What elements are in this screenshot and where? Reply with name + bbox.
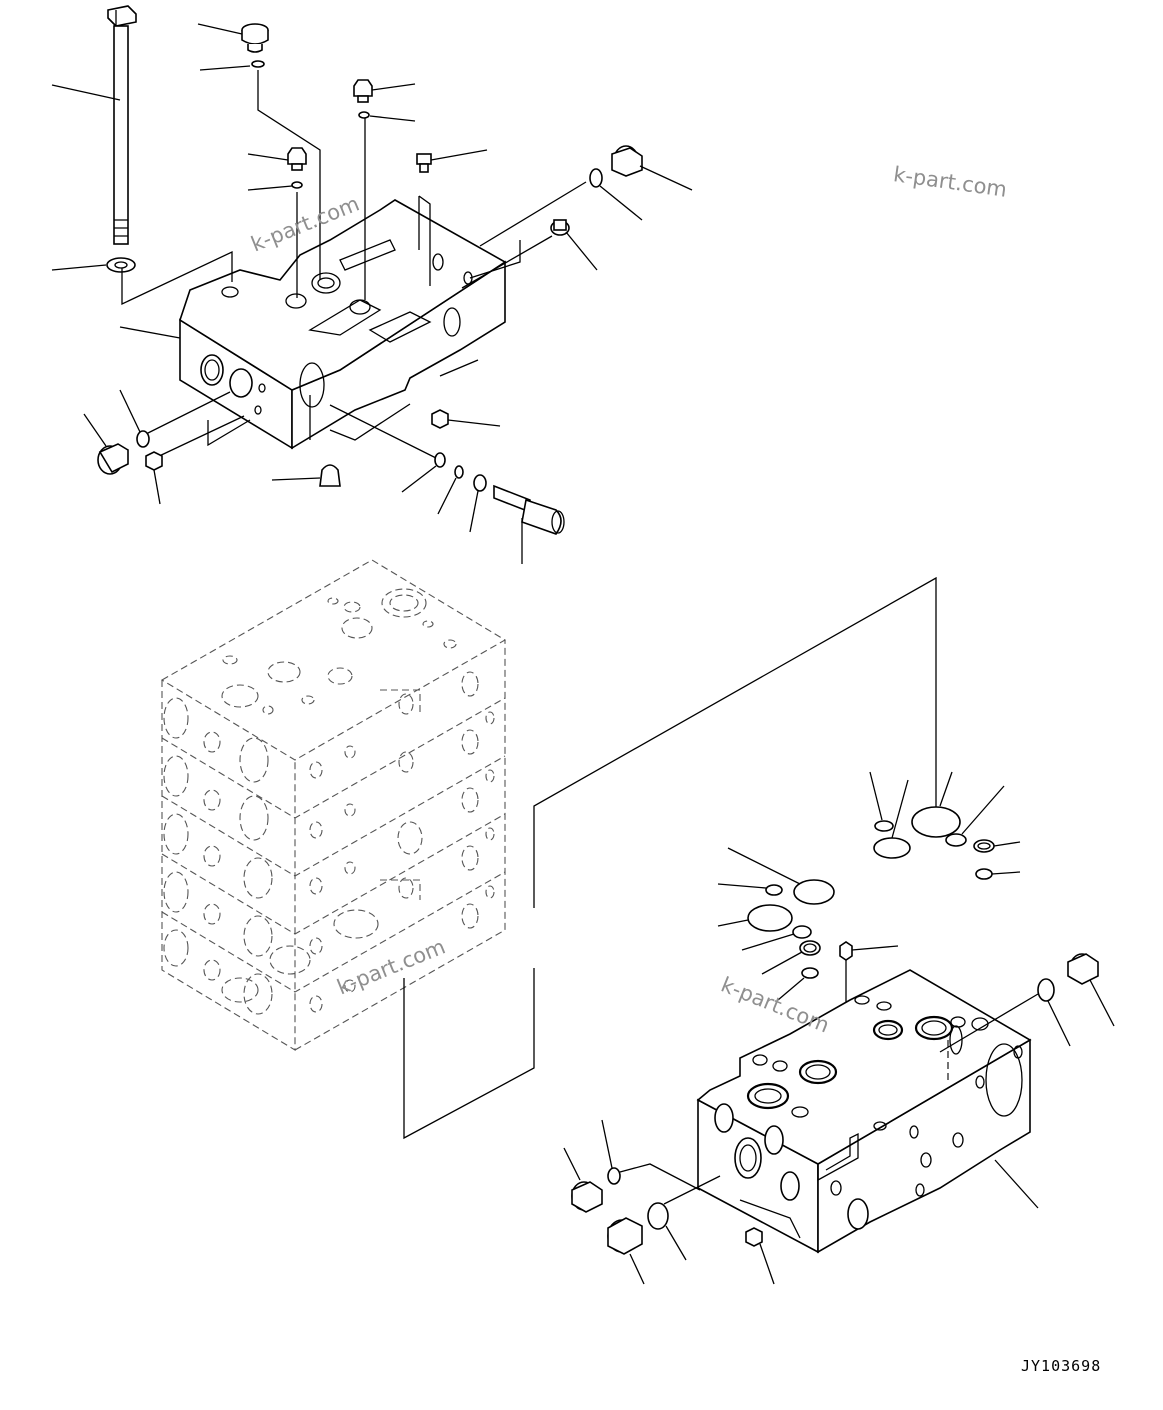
plug	[550, 219, 598, 271]
plug	[745, 1227, 775, 1285]
tie-bolt	[51, 5, 137, 245]
o-ring	[199, 60, 265, 71]
plug	[1067, 953, 1115, 1027]
o-ring	[601, 1119, 701, 1191]
plug	[607, 1217, 645, 1285]
plug	[431, 409, 501, 429]
o-ring	[358, 111, 416, 122]
o-ring	[589, 168, 643, 221]
upper-valve-section	[119, 199, 507, 450]
plug	[416, 149, 488, 173]
drawing-code: JY103698	[1021, 1357, 1102, 1375]
o-ring-set	[717, 771, 1021, 1001]
plug	[563, 1147, 603, 1213]
assembly-guide-lines	[403, 576, 937, 1140]
o-ring	[469, 474, 487, 533]
plug	[197, 23, 269, 53]
o-ring	[247, 181, 303, 191]
plug	[83, 413, 129, 475]
plug	[611, 145, 693, 191]
spool	[493, 484, 565, 564]
lower-valve-section	[696, 969, 1039, 1254]
plug	[247, 147, 307, 171]
o-ring	[437, 465, 464, 515]
valve-stack	[160, 559, 507, 1051]
o-ring	[401, 452, 446, 493]
plug	[145, 451, 163, 505]
assembly-guide-lines	[121, 70, 587, 461]
o-ring	[939, 978, 1071, 1053]
washer	[51, 257, 136, 273]
plug	[353, 79, 416, 103]
plug	[271, 464, 341, 487]
o-ring	[119, 389, 150, 448]
o-ring	[647, 1175, 721, 1261]
